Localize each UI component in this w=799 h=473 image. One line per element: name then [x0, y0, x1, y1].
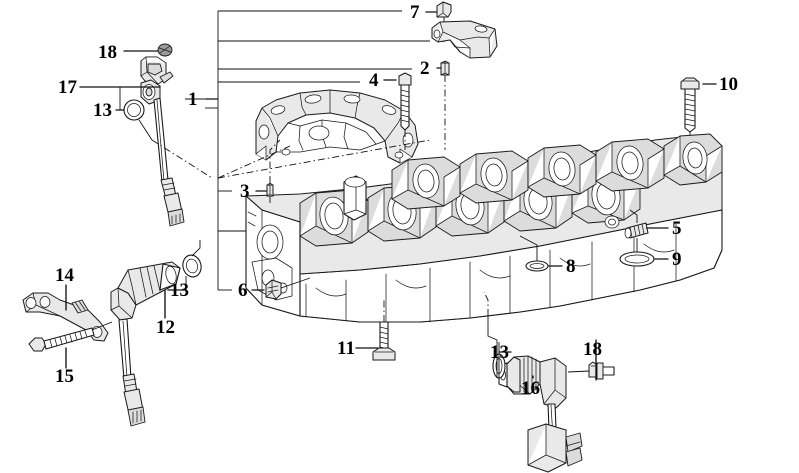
- part-5-threaded-stud: [624, 222, 649, 239]
- callout-9: 9: [672, 249, 682, 270]
- callout-8: 8: [566, 256, 576, 277]
- part-13-oring-upper-left: [123, 99, 145, 121]
- hint-line-13a-2: [151, 139, 213, 179]
- part-11-flange-bolt-lower: [372, 321, 396, 361]
- part-17-camshaft-sensor-upper: [140, 56, 185, 227]
- part-18-fastener-upper: [157, 43, 173, 57]
- hint-line-13a: [138, 119, 153, 141]
- part-10-flange-bolt: [680, 77, 700, 133]
- callout-4: 4: [369, 70, 379, 91]
- hint-line-6: [280, 277, 311, 289]
- part-4-hex-bolt: [398, 72, 412, 131]
- hint-line-13c-2: [483, 291, 489, 316]
- grouping-bracket-left: [185, 10, 430, 291]
- part-7-cap-nut: [436, 1, 452, 18]
- hint-line-8b: [519, 235, 538, 261]
- cylinder-head-main-casting: [245, 133, 723, 323]
- callout-13-upper-left: 13: [93, 100, 112, 121]
- callout-13-lower-left: 13: [170, 280, 189, 301]
- part-15-hex-bolt: [28, 321, 113, 352]
- part-6-sleeve-bushing: [265, 279, 282, 300]
- part-8-oring-small: [525, 260, 549, 272]
- callout-16: 16: [521, 378, 540, 399]
- part-13-oring-lower-left: [182, 254, 202, 278]
- part-18-fastener-right: [588, 361, 615, 380]
- callout-17: 17: [58, 77, 77, 98]
- part-12-camshaft-sensor-lower: [110, 261, 181, 427]
- hint-line-18b: [567, 370, 590, 373]
- part-7-bearing-cap-detached: [431, 20, 498, 59]
- callout-12: 12: [156, 317, 175, 338]
- callout-18-right: 18: [583, 339, 602, 360]
- part-16-camshaft-sensor-right: [498, 355, 583, 473]
- hint-line-13b: [191, 240, 201, 257]
- callout-14: 14: [55, 265, 74, 286]
- callout-3: 3: [240, 181, 250, 202]
- callout-6: 6: [238, 280, 248, 301]
- callout-2: 2: [420, 58, 430, 79]
- hint-line-1: [217, 145, 291, 179]
- part-2-dowel-pin-square: [440, 60, 450, 76]
- callout-11: 11: [337, 338, 355, 359]
- callout-7: 7: [410, 2, 420, 23]
- callout-10: 10: [719, 74, 738, 95]
- hint-line-13c: [487, 316, 498, 378]
- callout-13-right: 13: [490, 342, 509, 363]
- leader-lines: [65, 11, 717, 381]
- part-1-upper-bracket: [255, 89, 419, 164]
- callout-18-upper: 18: [98, 42, 117, 63]
- callout-1: 1: [188, 89, 198, 110]
- part-3-dowel-pin: [266, 182, 274, 197]
- callout-5: 5: [672, 218, 682, 239]
- part-9-oring-large: [619, 251, 655, 267]
- hint-line-5b: [629, 209, 638, 223]
- callout-15: 15: [55, 366, 74, 387]
- hint-line-3: [269, 139, 281, 183]
- hint-line-1b: [217, 139, 431, 179]
